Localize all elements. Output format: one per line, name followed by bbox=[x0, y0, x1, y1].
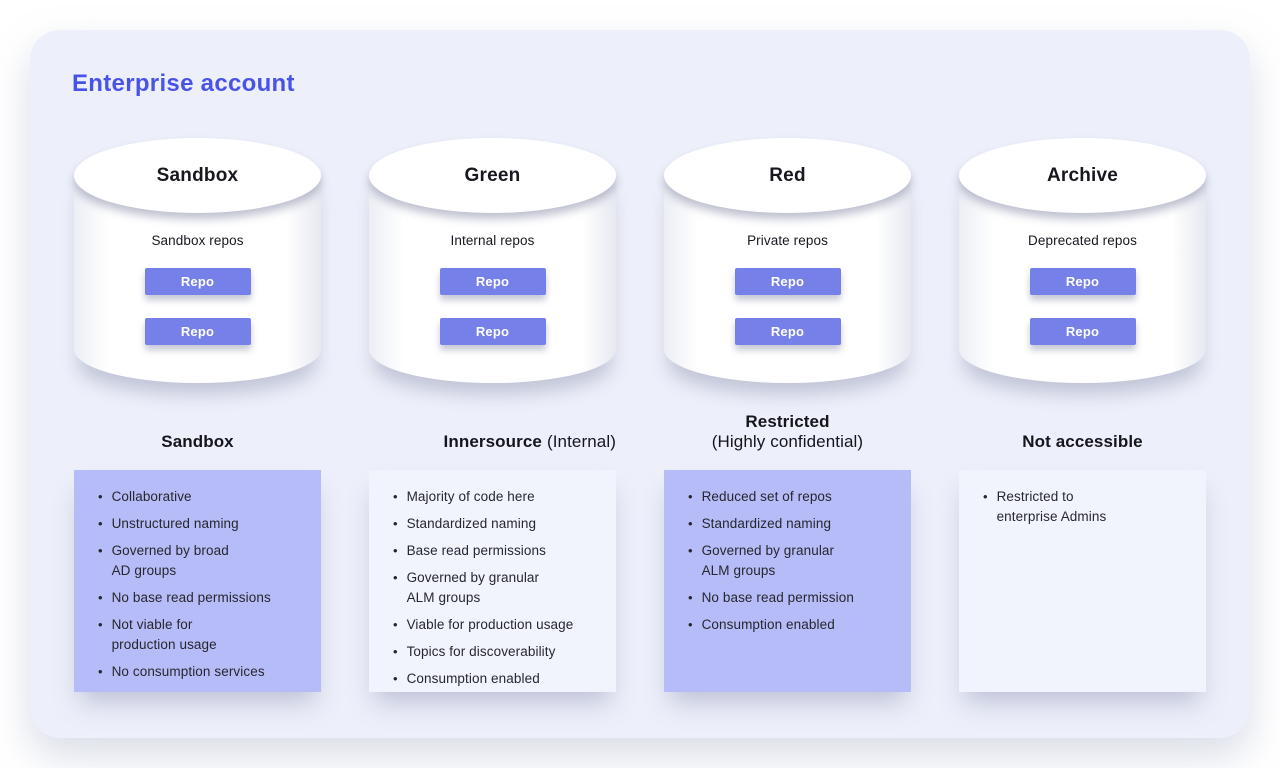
bullet-item: •Collaborative bbox=[98, 487, 303, 507]
bullet-list: •Reduced set of repos •Standardized namin… bbox=[688, 487, 893, 635]
repos-group-label: Deprecated repos bbox=[1028, 233, 1137, 248]
description-card-sandbox: •Collaborative •Unstructured naming •Gover… bbox=[74, 470, 321, 692]
repo-chip: Repo bbox=[439, 268, 546, 295]
category-label-bold: Sandbox bbox=[161, 432, 234, 451]
zone-columns: Sandbox Sandbox repos Repo Repo Sandbox … bbox=[74, 138, 1206, 692]
bullet-dot: • bbox=[98, 617, 103, 632]
cylinder-top: Green bbox=[369, 138, 616, 213]
category-label-restricted: Restricted (Highly confidential) bbox=[664, 408, 911, 452]
category-label-sandbox: Sandbox bbox=[74, 408, 321, 452]
bullet-dot: • bbox=[688, 543, 693, 558]
bullet-dot: • bbox=[98, 543, 103, 558]
bullet-item: •Governed by granular ALM groups bbox=[393, 568, 598, 608]
bullet-item: •No consumption services bbox=[98, 662, 303, 682]
description-card-innersource: •Majority of code here •Standardized nami… bbox=[369, 470, 616, 692]
cylinder-top: Red bbox=[664, 138, 911, 213]
bullet-dot: • bbox=[98, 516, 103, 531]
bullet-dot: • bbox=[393, 489, 398, 504]
bullet-item: •Restricted to enterprise Admins bbox=[983, 487, 1188, 527]
bullet-item: •Governed by granular ALM groups bbox=[688, 541, 893, 581]
bullet-item: •Governed by broad AD groups bbox=[98, 541, 303, 581]
repo-chip: Repo bbox=[439, 318, 546, 345]
bullet-item: •Consumption enabled bbox=[393, 669, 598, 689]
bullet-list: •Collaborative •Unstructured naming •Gover… bbox=[98, 487, 303, 682]
bullet-item: •Unstructured naming bbox=[98, 514, 303, 534]
bullet-dot: • bbox=[688, 617, 693, 632]
bullet-list: •Majority of code here •Standardized nami… bbox=[393, 487, 598, 689]
category-label-bold: Innersource bbox=[443, 432, 542, 451]
repo-chip: Repo bbox=[1029, 268, 1136, 295]
bullet-item: •Standardized naming bbox=[393, 514, 598, 534]
bullet-list: •Restricted to enterprise Admins bbox=[983, 487, 1188, 527]
zone-column-green: Green Internal repos Repo Repo Innersour… bbox=[369, 138, 616, 692]
bullet-item: •Viable for production usage bbox=[393, 615, 598, 635]
description-card-restricted: •Reduced set of repos •Standardized namin… bbox=[664, 470, 911, 692]
bullet-dot: • bbox=[688, 590, 693, 605]
bullet-dot: • bbox=[393, 617, 398, 632]
bullet-item: •Majority of code here bbox=[393, 487, 598, 507]
repos-group-label: Private repos bbox=[747, 233, 828, 248]
cylinder-top: Sandbox bbox=[74, 138, 321, 213]
cylinder-title: Archive bbox=[1046, 164, 1119, 186]
bullet-dot: • bbox=[983, 489, 988, 504]
zone-column-archive: Archive Deprecated repos Repo Repo Not a… bbox=[959, 138, 1206, 692]
repo-chip: Repo bbox=[734, 318, 841, 345]
repos-group-label: Sandbox repos bbox=[151, 233, 244, 248]
bullet-item: •Consumption enabled bbox=[688, 615, 893, 635]
bullet-dot: • bbox=[393, 516, 398, 531]
bullet-item: •Reduced set of repos bbox=[688, 487, 893, 507]
zone-column-red: Red Private repos Repo Repo Restricted (… bbox=[664, 138, 911, 692]
category-label-normal: (Internal) bbox=[546, 432, 616, 451]
bullet-dot: • bbox=[393, 671, 398, 686]
description-card-not-accessible: •Restricted to enterprise Admins bbox=[959, 470, 1206, 692]
bullet-item: •No base read permission bbox=[688, 588, 893, 608]
bullet-dot: • bbox=[98, 489, 103, 504]
cylinder-archive: Archive Deprecated repos Repo Repo bbox=[959, 138, 1206, 383]
cylinder-title: Red bbox=[769, 164, 806, 186]
bullet-item: •Base read permissions bbox=[393, 541, 598, 561]
category-label-not-accessible: Not accessible bbox=[959, 408, 1206, 452]
cylinder-green: Green Internal repos Repo Repo bbox=[369, 138, 616, 383]
cylinder-sandbox: Sandbox Sandbox repos Repo Repo bbox=[74, 138, 321, 383]
bullet-item: •Standardized naming bbox=[688, 514, 893, 534]
category-label-innersource: Innersource (Internal) bbox=[369, 408, 616, 452]
bullet-dot: • bbox=[393, 570, 398, 585]
category-label-bold: Restricted bbox=[745, 412, 830, 431]
category-label-normal: (Highly confidential) bbox=[711, 432, 864, 451]
page-title: Enterprise account bbox=[72, 70, 295, 97]
cylinder-red: Red Private repos Repo Repo bbox=[664, 138, 911, 383]
bullet-dot: • bbox=[393, 644, 398, 659]
repo-chip: Repo bbox=[734, 268, 841, 295]
bullet-dot: • bbox=[98, 664, 103, 679]
bullet-dot: • bbox=[688, 489, 693, 504]
repo-chip: Repo bbox=[1029, 318, 1136, 345]
repo-chip: Repo bbox=[144, 318, 251, 345]
bullet-item: •Not viable for production usage bbox=[98, 615, 303, 655]
enterprise-account-panel: Enterprise account Sandbox Sandbox repos… bbox=[30, 30, 1250, 738]
bullet-item: •Topics for discoverability bbox=[393, 642, 598, 662]
bullet-dot: • bbox=[98, 590, 103, 605]
zone-column-sandbox: Sandbox Sandbox repos Repo Repo Sandbox … bbox=[74, 138, 321, 692]
bullet-dot: • bbox=[688, 516, 693, 531]
cylinder-title: Green bbox=[464, 164, 521, 186]
category-label-bold: Not accessible bbox=[1022, 432, 1143, 451]
cylinder-top: Archive bbox=[959, 138, 1206, 213]
repo-chip: Repo bbox=[144, 268, 251, 295]
bullet-item: •No base read permissions bbox=[98, 588, 303, 608]
repos-group-label: Internal repos bbox=[450, 233, 535, 248]
bullet-dot: • bbox=[393, 543, 398, 558]
cylinder-title: Sandbox bbox=[156, 164, 239, 186]
